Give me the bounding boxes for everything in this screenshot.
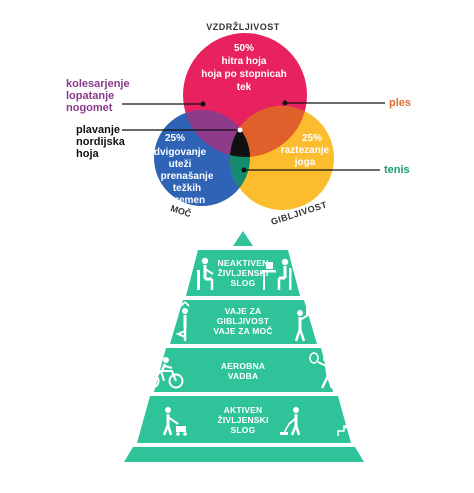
center-activities-label: plavanje nordijska hoja bbox=[76, 124, 125, 160]
connector-center-dot bbox=[237, 127, 243, 133]
flexibility-line-2: joga bbox=[294, 157, 316, 168]
tier-3-line-1: AEROBNA bbox=[220, 361, 266, 371]
tier-2-line-3: VAJE ZA MOČ bbox=[213, 326, 273, 336]
pyramid-tier-3 bbox=[154, 348, 333, 392]
left-activities-label: kolesarjenje lopatanje nogomet bbox=[66, 78, 130, 114]
tier-1-line-3: SLOG bbox=[230, 278, 256, 288]
weightlifter-icon bbox=[294, 308, 310, 342]
endurance-line-2: hoja po stopnicah bbox=[201, 69, 287, 80]
lawnmower-icon bbox=[162, 407, 187, 436]
strength-line-3: prenašanje bbox=[161, 171, 214, 182]
endurance-line-3: tek bbox=[237, 82, 252, 93]
strength-percent: 25% bbox=[165, 133, 185, 144]
strength-line-1: dvigovanje bbox=[154, 147, 207, 158]
strength-line-5: bremen bbox=[169, 195, 205, 206]
left-activity-3: nogomet bbox=[66, 102, 113, 114]
pyramid-tier-1 bbox=[186, 250, 300, 296]
tier-4-line-3: SLOG bbox=[230, 425, 256, 435]
seated-person-icon bbox=[197, 257, 214, 290]
tier-2-line-1: VAJE ZA bbox=[224, 306, 262, 316]
connector-right-top-dot bbox=[282, 100, 288, 106]
pyramid bbox=[122, 231, 364, 462]
endurance-line-1: hitra hoja bbox=[221, 56, 266, 67]
tier-3-text: AEROBNA VADBA bbox=[203, 361, 283, 381]
tier-2-line-2: GIBLJIVOST bbox=[216, 316, 270, 326]
tennis-player-icon bbox=[309, 352, 334, 389]
tennis-label: tenis bbox=[384, 164, 410, 176]
tier-1-text: NEAKTIVEN ŽIVLJENSKI SLOG bbox=[208, 258, 278, 288]
connector-left-dot bbox=[200, 101, 206, 107]
vacuum-icon bbox=[280, 407, 301, 436]
center-activity-3: hoja bbox=[76, 148, 99, 160]
walker-icon bbox=[122, 406, 136, 435]
tier-3-line-2: VADBA bbox=[227, 371, 259, 381]
tier-4-line-2: ŽIVLJENSKI bbox=[217, 415, 269, 425]
center-activity-1: plavanje bbox=[76, 124, 121, 136]
overlap-endurance-flexibility bbox=[230, 106, 307, 157]
left-activity-1: kolesarjenje bbox=[66, 78, 130, 90]
tier-4-text: AKTIVEN ŽIVLJENSKI SLOG bbox=[203, 405, 283, 435]
connector-right-bottom-dot bbox=[241, 167, 247, 173]
flexibility-line-1: raztezanje bbox=[281, 145, 330, 156]
tier-1-line-1: NEAKTIVEN bbox=[217, 258, 269, 268]
tier-2-text: VAJE ZA GIBLJIVOST VAJE ZA MOČ bbox=[203, 306, 283, 336]
tier-4-line-1: AKTIVEN bbox=[223, 405, 263, 415]
pyramid-tier-2 bbox=[170, 300, 317, 344]
tier-1-line-2: ŽIVLJENSKI bbox=[217, 268, 269, 278]
desk-worker-icon bbox=[262, 258, 292, 290]
endurance-title: VZDRŽLJIVOST bbox=[206, 21, 280, 32]
pyramid-apex bbox=[233, 231, 253, 246]
endurance-percent: 50% bbox=[234, 43, 254, 54]
strength-line-4: težkih bbox=[173, 183, 201, 194]
center-activity-2: nordijska bbox=[76, 136, 125, 148]
yoga-pose-icon bbox=[175, 301, 190, 341]
overlap-endurance-strength bbox=[183, 110, 250, 157]
cyclist-icon bbox=[144, 357, 184, 389]
strength-line-2: uteži bbox=[169, 159, 192, 170]
dance-label: ples bbox=[389, 97, 412, 109]
flexibility-percent: 25% bbox=[302, 133, 322, 144]
left-activity-2: lopatanje bbox=[66, 90, 115, 102]
pyramid-base bbox=[124, 447, 364, 462]
stairs-climber-icon bbox=[337, 405, 357, 436]
